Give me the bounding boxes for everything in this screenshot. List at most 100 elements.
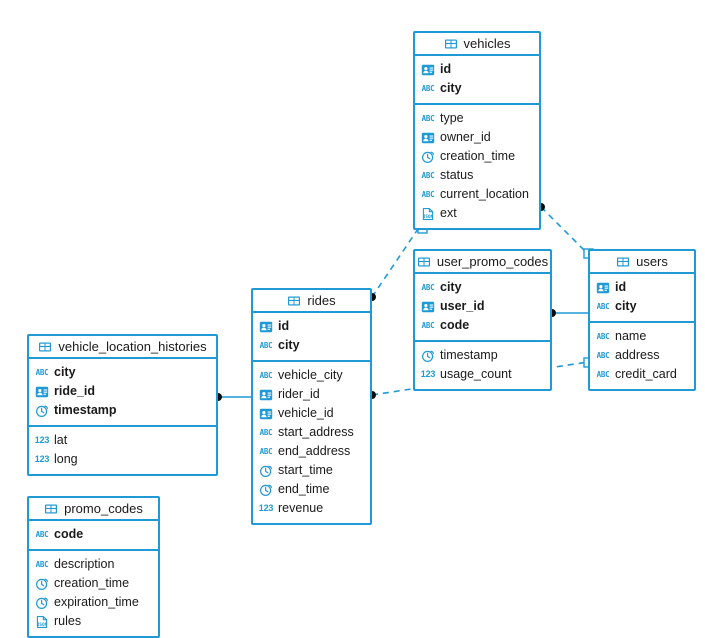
relationship-vehicle-location-histories-to-rides[interactable]: [214, 393, 251, 401]
field-row[interactable]: rider_id: [253, 385, 370, 404]
field-name: address: [615, 348, 660, 363]
field-name: timestamp: [54, 403, 117, 418]
field-name: start_time: [278, 463, 333, 478]
field-row[interactable]: creation_time: [29, 574, 158, 593]
field-row[interactable]: id: [253, 317, 370, 336]
entity-header[interactable]: vehicle_location_histories: [29, 336, 216, 359]
field-name: user_id: [440, 299, 485, 314]
field-name: timestamp: [440, 348, 498, 363]
entity-header[interactable]: users: [590, 251, 694, 274]
field-row[interactable]: vehicle_id: [253, 404, 370, 423]
field-row[interactable]: ride_id: [29, 382, 216, 401]
table-icon: [38, 340, 52, 354]
key-id-icon: [596, 281, 610, 295]
clock-icon: [35, 596, 49, 610]
field-row[interactable]: id: [590, 278, 694, 297]
field-name: code: [54, 527, 84, 542]
entity-header[interactable]: rides: [253, 290, 370, 313]
abc-text-icon: ABC: [421, 113, 435, 123]
abc-text-icon: ABC: [259, 370, 273, 380]
field-name: id: [440, 62, 452, 77]
field-row[interactable]: expiration_time: [29, 593, 158, 612]
field-name: rules: [54, 614, 82, 629]
field-name: city: [54, 365, 76, 380]
clock-icon: [259, 483, 273, 497]
field-row[interactable]: ABC credit_card: [590, 365, 694, 384]
key-id-icon: [421, 131, 435, 145]
abc-text-icon: ABC: [35, 559, 49, 569]
field-row[interactable]: id: [415, 60, 539, 79]
field-name: creation_time: [54, 576, 130, 591]
field-name: end_address: [278, 444, 351, 459]
abc-text-icon: ABC: [596, 369, 610, 379]
clock-icon: [35, 577, 49, 591]
entity-title: rides: [307, 293, 336, 308]
field-name: rider_id: [278, 387, 320, 402]
field-name: credit_card: [615, 367, 677, 382]
entity-header[interactable]: user_promo_codes: [415, 251, 550, 274]
entity-title: promo_codes: [64, 501, 143, 516]
123-number-icon: 123: [34, 454, 50, 464]
abc-text-icon: ABC: [421, 282, 435, 292]
key-id-icon: [421, 63, 435, 77]
field-row[interactable]: user_id: [415, 297, 550, 316]
field-row[interactable]: JSON rules: [29, 612, 158, 631]
field-name: ext: [440, 206, 457, 221]
entity-header[interactable]: promo_codes: [29, 498, 158, 521]
field-name: type: [440, 111, 464, 126]
relationship-user-promo-codes-to-users[interactable]: [548, 309, 588, 317]
field-name: name: [615, 329, 647, 344]
table-icon: [44, 502, 58, 516]
field-row[interactable]: start_time: [253, 461, 370, 480]
field-row[interactable]: ABC end_address: [253, 442, 370, 461]
abc-text-icon: ABC: [259, 446, 273, 456]
field-row[interactable]: ABC type: [415, 109, 539, 128]
field-row[interactable]: creation_time: [415, 147, 539, 166]
field-row[interactable]: owner_id: [415, 128, 539, 147]
key-id-icon: [259, 388, 273, 402]
field-row[interactable]: timestamp: [29, 401, 216, 420]
table-icon: [616, 255, 630, 269]
entity-title: users: [636, 254, 668, 269]
field-row[interactable]: end_time: [253, 480, 370, 499]
clock-icon: [35, 404, 49, 418]
key-id-icon: [35, 385, 49, 399]
json-icon: JSON: [35, 615, 49, 629]
table-icon: [417, 255, 431, 269]
key-id-icon: [259, 407, 273, 421]
entity-header[interactable]: vehicles: [415, 33, 539, 56]
field-row[interactable]: timestamp: [415, 346, 550, 365]
